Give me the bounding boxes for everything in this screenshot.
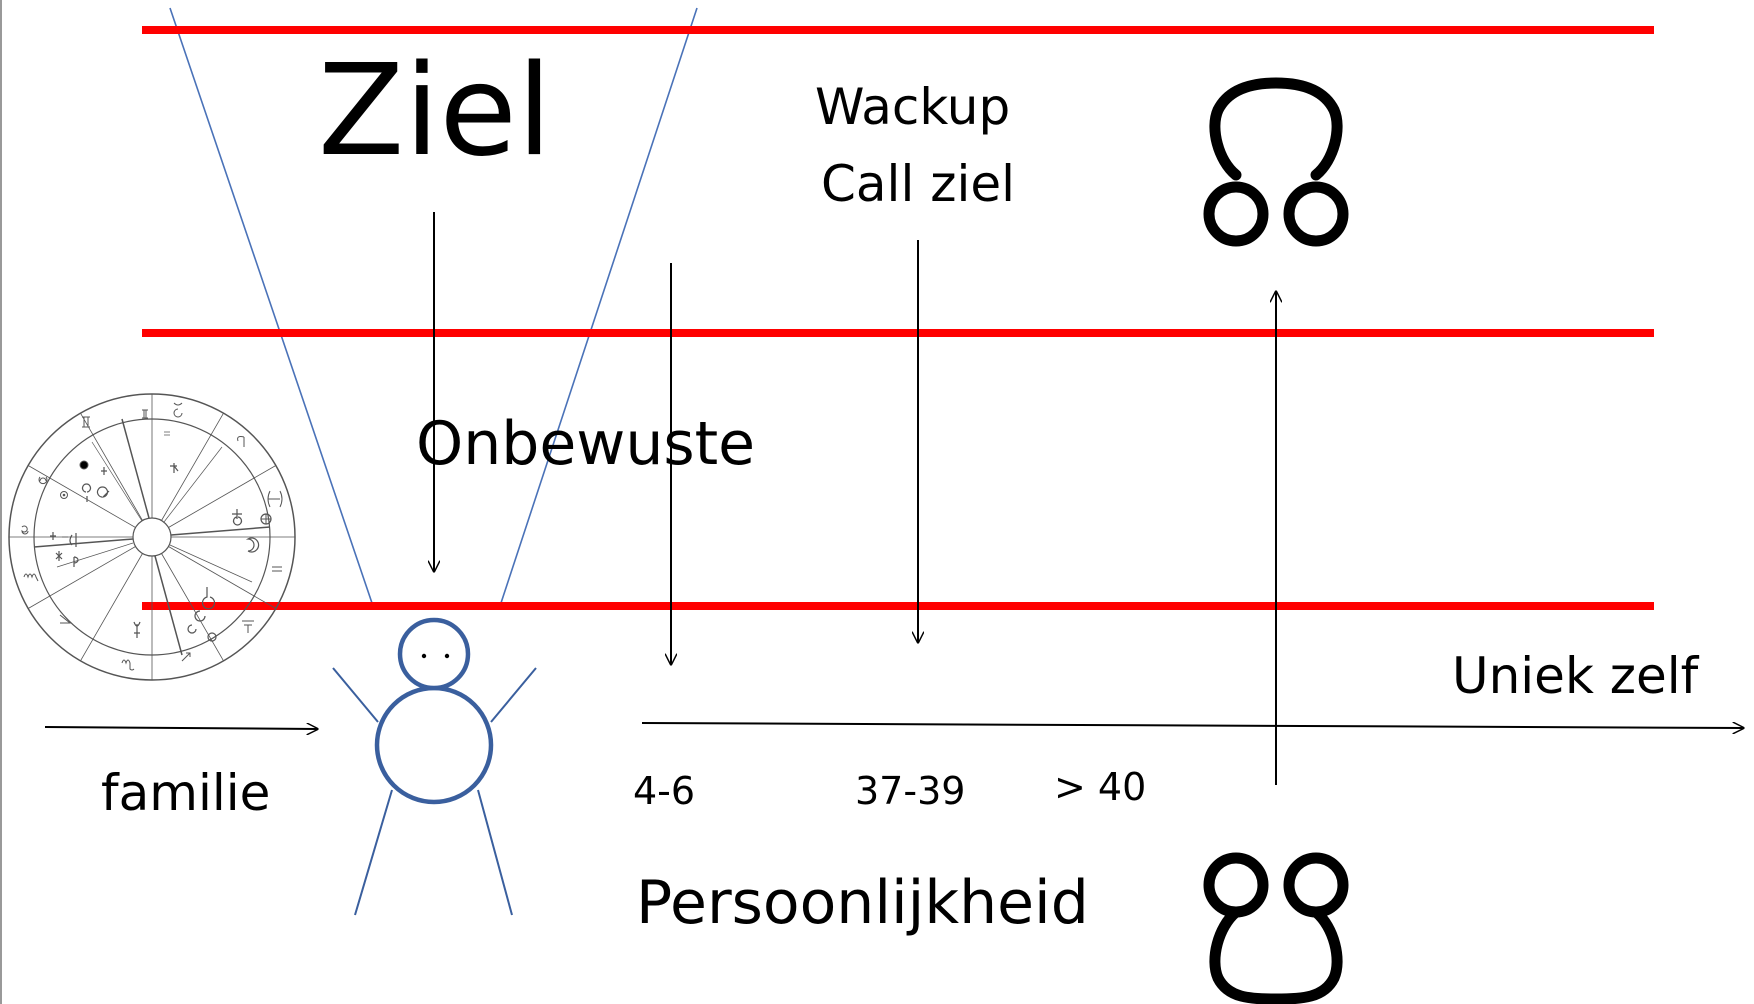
timeline-axis-arrow	[641, 723, 1744, 728]
natal-chart-icon	[8, 393, 296, 681]
wackup-label: Wackup	[815, 78, 1011, 136]
familie-arrow	[44, 727, 318, 729]
familie-label: familie	[101, 764, 271, 822]
age-4-6-label: 4-6	[633, 769, 696, 813]
cone-line-left	[169, 7, 374, 607]
age-37-39-label: 37-39	[855, 769, 966, 813]
north-node-icon	[1203, 77, 1349, 247]
ziel-label: Ziel	[318, 37, 552, 184]
stick-figure-icon	[332, 617, 537, 916]
age-over-40-label: > 40	[1054, 765, 1147, 809]
call-ziel-label: Call ziel	[821, 155, 1016, 213]
onbewuste-label: Onbewuste	[416, 409, 756, 479]
south-node-icon	[1203, 852, 1349, 1004]
uniek-zelf-label: Uniek zelf	[1452, 647, 1699, 705]
persoonlijkheid-label: Persoonlijkheid	[636, 868, 1089, 938]
cone-line-right	[499, 7, 698, 607]
